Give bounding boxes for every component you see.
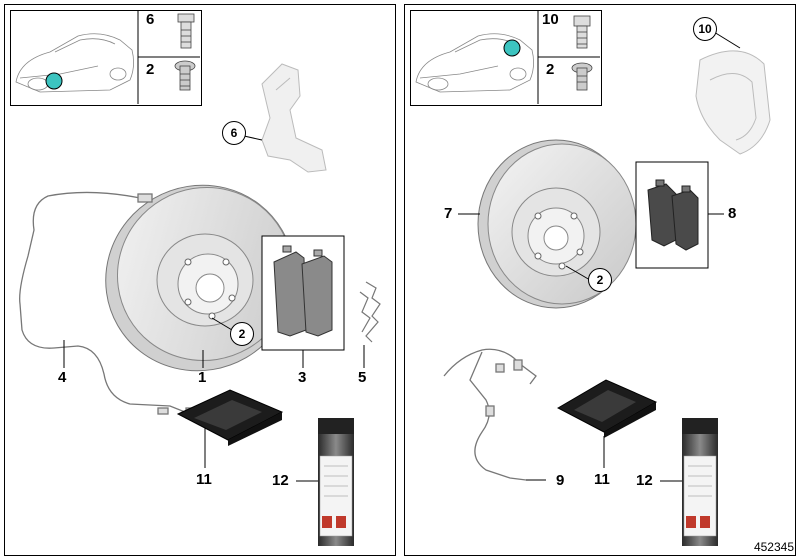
bolt-icon: [571, 62, 593, 91]
brake-pad-icon: [647, 179, 699, 251]
right-header-bottom-qty: 2: [546, 61, 555, 78]
bolt-icon: [177, 13, 195, 49]
brake-pad-icon: [273, 245, 333, 337]
spray-can-icon: [318, 418, 354, 546]
left-header-top-qty: 6: [146, 11, 155, 28]
right-header-top-qty: 10: [542, 11, 559, 28]
location-marker-icon: [503, 39, 521, 57]
label-disc[interactable]: 7: [444, 205, 453, 222]
label-paste[interactable]: 11: [594, 471, 610, 488]
callout-disc-bolt[interactable]: 2: [230, 322, 254, 346]
callout-disc-bolt[interactable]: 2: [588, 268, 612, 292]
label-pads[interactable]: 8: [728, 205, 737, 222]
label-sensor-cable[interactable]: 4: [58, 369, 67, 386]
callout-protection-plate[interactable]: 10: [693, 17, 717, 41]
label-pads[interactable]: 3: [298, 369, 307, 386]
sensor-cable-icon: [443, 348, 537, 481]
spray-can-icon: [682, 418, 718, 546]
label-clip[interactable]: 5: [358, 369, 367, 386]
caliper-carrier-icon: [261, 63, 327, 173]
label-sensor-cable[interactable]: 9: [556, 472, 565, 489]
disc-icon: [477, 139, 637, 309]
paste-sachet-icon: [556, 379, 658, 438]
callout-caliper-carrier[interactable]: 6: [222, 121, 246, 145]
location-marker-icon: [45, 72, 63, 90]
left-header-bottom-qty: 2: [146, 61, 155, 78]
car-outline-icon: [15, 33, 134, 93]
diagram-id: 452345: [753, 540, 794, 554]
label-disc[interactable]: 1: [198, 369, 207, 386]
car-outline-icon: [415, 33, 534, 93]
label-spray[interactable]: 12: [272, 472, 289, 489]
clip-icon: [359, 281, 381, 343]
label-spray[interactable]: 12: [636, 472, 653, 489]
label-paste[interactable]: 11: [196, 471, 212, 488]
paste-sachet-icon: [176, 389, 284, 446]
bolt-icon: [174, 60, 196, 91]
bolt-icon: [573, 15, 591, 49]
protection-plate-icon: [695, 50, 771, 155]
